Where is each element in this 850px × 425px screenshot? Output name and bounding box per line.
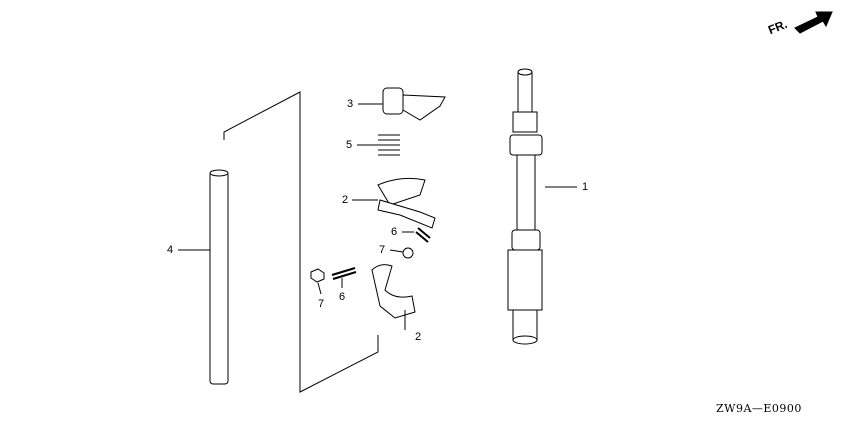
arm-holder xyxy=(358,87,446,121)
callout-6: 6 xyxy=(391,226,398,238)
pushrod xyxy=(178,169,229,385)
lower-nut xyxy=(310,268,325,283)
diagram-code: ZW9A—E0900 xyxy=(716,402,802,415)
upper-rocker-arm xyxy=(352,177,436,229)
callout-7: 7 xyxy=(318,298,325,310)
callout-3: 3 xyxy=(347,98,354,110)
callout-2: 2 xyxy=(415,331,422,343)
callout-2: 2 xyxy=(342,194,349,206)
spring xyxy=(357,134,400,156)
upper-adjusting-screw xyxy=(415,227,431,243)
upper-nut xyxy=(402,247,414,259)
callout-7: 7 xyxy=(379,244,386,256)
callout-4: 4 xyxy=(167,244,174,256)
callout-1: 1 xyxy=(582,181,589,193)
callout-5: 5 xyxy=(346,139,353,151)
callout-6: 6 xyxy=(339,291,346,303)
lower-adjusting-screw xyxy=(331,267,357,280)
guide-line xyxy=(223,91,379,393)
shaft xyxy=(507,68,577,345)
front-arrow-icon xyxy=(794,11,833,34)
lower-rocker-arm xyxy=(371,264,416,330)
